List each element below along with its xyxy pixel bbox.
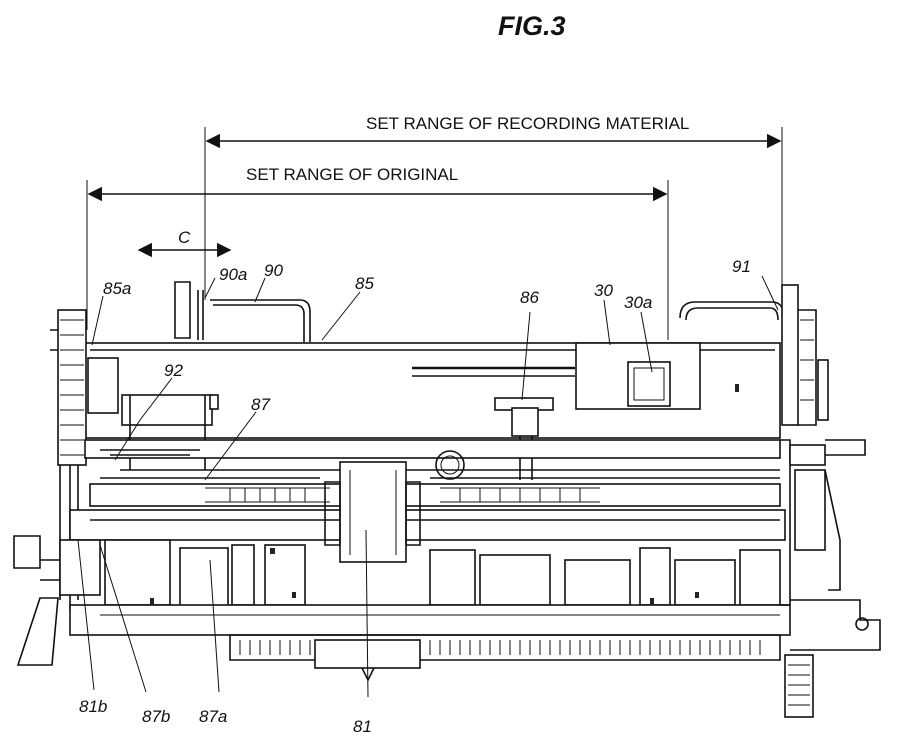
range-c-label: C [178, 228, 191, 247]
label-90a: 90a [219, 265, 247, 284]
label-81: 81 [353, 717, 372, 736]
label-87a: 87a [199, 707, 227, 726]
scanner-mechanism-drawing [14, 282, 880, 717]
original-range-label: SET RANGE OF ORIGINAL [246, 165, 458, 184]
recording-material-range-label: SET RANGE OF RECORDING MATERIAL [366, 114, 689, 133]
label-85: 85 [355, 274, 374, 293]
figure-title: FIG.3 [498, 11, 566, 41]
label-91: 91 [732, 257, 751, 276]
label-30: 30 [594, 281, 613, 300]
label-30a: 30a [624, 293, 652, 312]
range-arrows [87, 127, 782, 340]
label-87: 87 [251, 395, 270, 414]
label-90: 90 [264, 261, 283, 280]
label-87b: 87b [142, 707, 170, 726]
label-81b: 81b [79, 697, 107, 716]
label-92: 92 [164, 361, 183, 380]
label-85a: 85a [103, 279, 131, 298]
label-86: 86 [520, 288, 539, 307]
